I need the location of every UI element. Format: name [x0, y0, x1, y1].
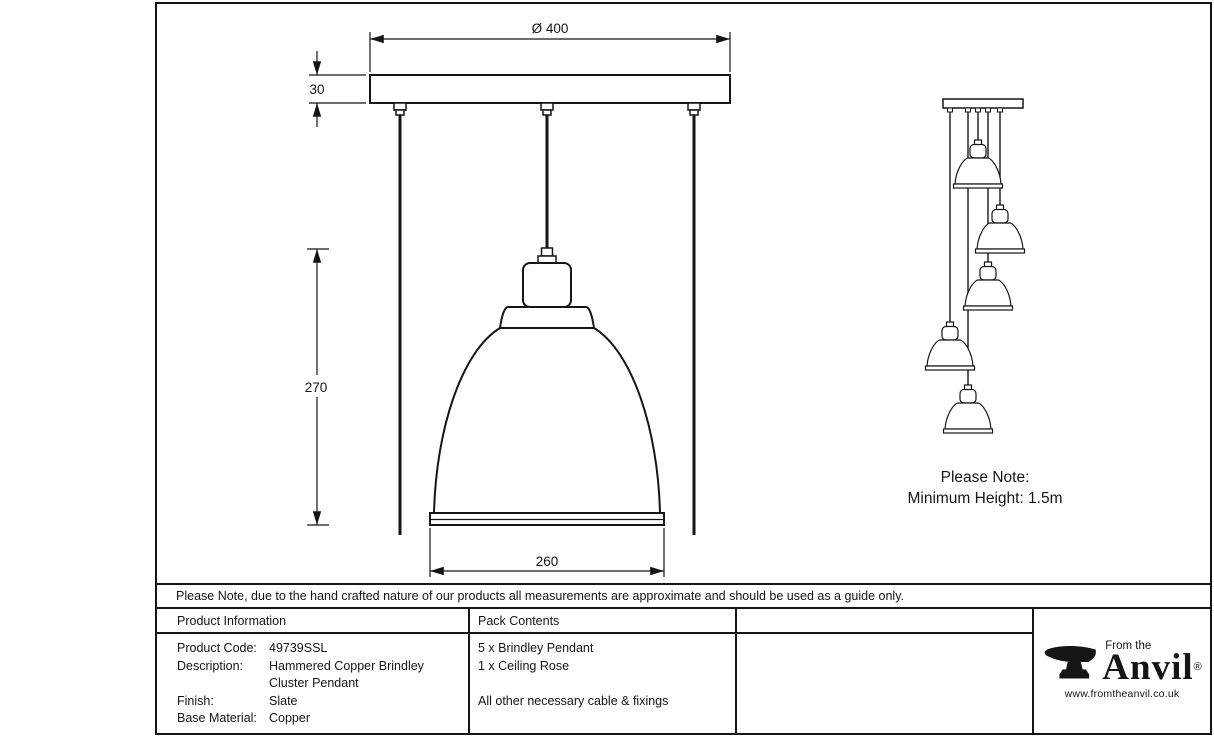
- cables: [398, 112, 696, 535]
- description-value-line1: Hammered Copper Brindley: [269, 658, 424, 673]
- dim-plate-diameter-label: Ø 400: [532, 21, 569, 36]
- logo-lockup: From the Anvil®: [1042, 640, 1202, 686]
- empty-header-cell: [737, 609, 1032, 632]
- min-height-note-title: Please Note:: [941, 469, 1030, 486]
- finish-label: Finish:: [177, 693, 214, 708]
- dim-plate-thickness-label: 30: [309, 82, 324, 97]
- dimension-plate-thickness: [309, 51, 366, 127]
- table-row: Base Material: Copper: [177, 710, 468, 728]
- drawing-area: Ø 400 30 270 260: [157, 4, 1210, 583]
- pack-item: All other necessary cable & fixings: [478, 693, 669, 708]
- lamp-holder: [522, 262, 572, 308]
- dimension-plate-diameter: [369, 32, 731, 72]
- product-code-value: 49739SSL: [269, 641, 328, 655]
- base-material-value: Copper: [269, 711, 310, 725]
- cluster-plate-grips: [947, 107, 1003, 113]
- anvil-icon: [1044, 645, 1097, 679]
- pendant-shade: [429, 247, 665, 526]
- product-info-cell: Product Code: 49739SSL Description: Hamm…: [157, 634, 470, 733]
- shade-shoulder: [498, 306, 596, 329]
- shade-dome: [432, 327, 662, 514]
- mini-pendant-1: [952, 139, 1004, 189]
- table-row: Finish: Slate: [177, 693, 468, 711]
- dimension-pendant-height: [294, 248, 339, 526]
- mini-pendant-2: [974, 204, 1026, 254]
- min-height-note-body: Minimum Height: 1.5m: [907, 490, 1062, 507]
- pack-item: 5 x Brindley Pendant: [478, 641, 594, 655]
- logo-brand: Anvil: [1102, 647, 1194, 688]
- mini-pendant-3: [962, 261, 1014, 311]
- mini-pendant-5: [942, 384, 994, 434]
- logo-brand-line: Anvil®: [1102, 649, 1202, 686]
- cluster-view: [924, 98, 1026, 434]
- drawing-sheet: Ø 400 30 270 260: [155, 2, 1212, 735]
- base-material-label: Base Material:: [177, 711, 257, 725]
- pendant-cable-grip: [540, 247, 554, 257]
- table-body: Product Code: 49739SSL Description: Hamm…: [157, 634, 1032, 733]
- disclaimer-bar: Please Note, due to the hand crafted nat…: [157, 583, 1210, 607]
- technical-drawing: Ø 400 30 270 260: [294, 21, 1063, 577]
- product-code-label: Product Code:: [177, 641, 257, 655]
- finish-value: Slate: [269, 693, 298, 708]
- pack-contents-header: Pack Contents: [470, 609, 737, 632]
- ceiling-cable-grips: [393, 102, 701, 116]
- info-table: Product Information Pack Contents Produc…: [157, 607, 1210, 733]
- front-elevation: [294, 32, 731, 577]
- logo-words: From the Anvil®: [1102, 640, 1202, 686]
- dim-pendant-height-label: 270: [305, 380, 328, 395]
- registered-mark: ®: [1193, 661, 1202, 673]
- table-header-row: Product Information Pack Contents: [157, 609, 1032, 634]
- pack-contents-cell: 5 x Brindley Pendant 1 x Ceiling Rose Al…: [470, 634, 737, 733]
- table-row: Product Code: 49739SSL: [177, 640, 468, 658]
- table-row: Description: Hammered Copper Brindley: [177, 658, 468, 676]
- mini-pendant-4: [924, 321, 976, 371]
- disclaimer-text: Please Note, due to the hand crafted nat…: [176, 589, 905, 603]
- product-information-header: Product Information: [157, 609, 470, 632]
- logo-website: www.fromtheanvil.co.uk: [1064, 688, 1180, 700]
- description-label: Description:: [177, 658, 243, 673]
- ceiling-plate: [369, 74, 731, 104]
- info-table-grid: Product Information Pack Contents Produc…: [157, 609, 1034, 733]
- logo-tagline: From the: [1105, 640, 1152, 652]
- empty-cell: [737, 634, 1032, 733]
- pack-item-spacer: [478, 675, 735, 693]
- description-value-line2: Cluster Pendant: [269, 676, 359, 690]
- dim-shade-diameter-label: 260: [536, 554, 559, 569]
- cluster-ceiling-plate: [942, 98, 1024, 109]
- dimension-shade-diameter: [429, 528, 665, 577]
- pack-item: 1 x Ceiling Rose: [478, 658, 570, 673]
- brand-logo: From the Anvil® www.fromtheanvil.co.uk: [1034, 609, 1210, 733]
- table-row: Cluster Pendant: [177, 675, 468, 693]
